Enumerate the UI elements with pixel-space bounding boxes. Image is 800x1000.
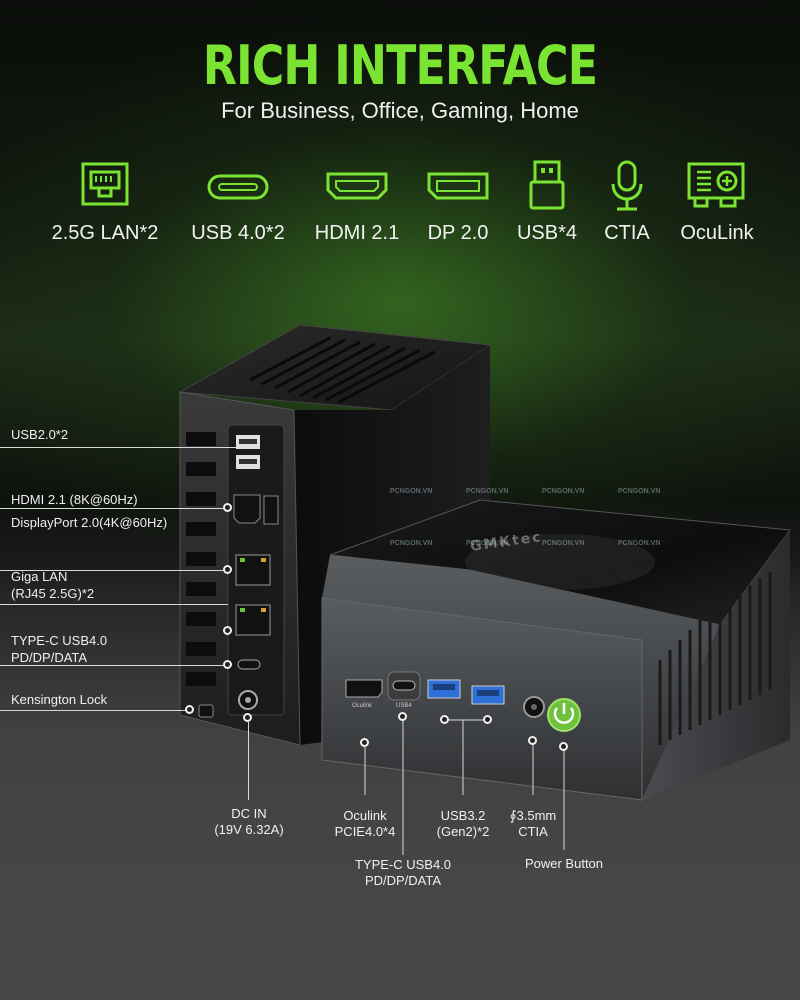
displayport-icon [427, 172, 489, 200]
callout-dot [483, 715, 492, 724]
page-subtitle: For Business, Office, Gaming, Home [221, 98, 579, 123]
watermark: PCNGON.VN [466, 540, 509, 547]
callout-usb2: USB2.0*2 [11, 427, 69, 442]
watermark: PCNGON.VN [390, 540, 433, 547]
callout-usb32-line1: USB3.2 [440, 808, 486, 823]
port-label-ctia: CTIA [604, 222, 650, 244]
callout-dot [528, 736, 537, 745]
watermark: PCNGON.VN [542, 540, 585, 547]
callout-dot [559, 742, 568, 751]
oculink-icon [687, 162, 745, 208]
microphone-icon [611, 160, 643, 211]
callout-oculink-line2: PCIE4.0*4 [334, 824, 396, 839]
callout-typec-front-line1: TYPE-C USB4.0 [354, 857, 452, 872]
hdmi-icon [326, 172, 388, 200]
ethernet-icon [81, 162, 129, 206]
usb-a-icon [529, 160, 565, 210]
leader-line [0, 665, 228, 666]
callout-dp: DisplayPort 2.0(4K@60Hz) [11, 515, 168, 530]
port-item-lan: 2.5G LAN*2 [40, 160, 170, 245]
port-label-lan: 2.5G LAN*2 [51, 222, 159, 244]
leader-line [0, 570, 228, 571]
port-item-hdmi: HDMI 2.1 [292, 160, 422, 245]
callout-kensington: Kensington Lock [11, 692, 108, 707]
port-label-usb: USB*4 [516, 222, 578, 244]
leader-line [0, 604, 228, 605]
callout-dot [360, 738, 369, 747]
port-item-ctia: CTIA [562, 160, 692, 245]
callout-audio-line2: CTIA [518, 824, 548, 839]
usb-c-icon [207, 174, 269, 200]
front-port-label-usb4: USB4 [396, 703, 412, 709]
leader-line [0, 710, 190, 711]
callout-dot [223, 503, 232, 512]
watermark: PCNGON.VN [618, 488, 661, 495]
front-port-label-oculink: Oculink [352, 703, 373, 709]
port-label-oculink: OcuLink [680, 222, 754, 244]
port-label-usb4: USB 4.0*2 [191, 222, 285, 244]
port-item-oculink: OcuLink [652, 160, 782, 245]
callout-hdmi: HDMI 2.1 (8K@60Hz) [11, 492, 138, 507]
callout-power-button: Power Button [524, 856, 604, 871]
callout-dot [398, 712, 407, 721]
watermark: PCNGON.VN [466, 488, 509, 495]
callout-dcin-line1: DC IN [231, 806, 267, 821]
callout-dcin-line2: (19V 6.32A) [214, 822, 284, 837]
watermark: PCNGON.VN [390, 488, 433, 495]
watermark: PCNGON.VN [618, 540, 661, 547]
port-item-usb: USB*4 [482, 160, 612, 245]
callout-typec-line2: PD/DP/DATA [11, 650, 88, 665]
callout-audio-line1: ∮3.5mm [509, 808, 557, 823]
port-label-hdmi: HDMI 2.1 [314, 222, 400, 244]
callout-dot [243, 713, 252, 722]
port-item-dp: DP 2.0 [393, 160, 523, 245]
watermark: PCNGON.VN [542, 488, 585, 495]
callout-dot [185, 705, 194, 714]
callout-usb32-line2: (Gen2)*2 [436, 824, 490, 839]
port-label-dp: DP 2.0 [427, 222, 489, 244]
callout-dot [223, 626, 232, 635]
callout-typec-line1: TYPE-C USB4.0 [11, 633, 108, 648]
leader-line [248, 722, 249, 800]
page-title: RICH INTERFACE [202, 34, 598, 97]
callout-dot [223, 660, 232, 669]
callout-lan-line2: (RJ45 2.5G)*2 [11, 586, 95, 601]
callout-lan-line1: Giga LAN [11, 569, 68, 584]
callout-oculink-line1: Oculink [343, 808, 387, 823]
port-icon-row: 2.5G LAN*2 USB 4.0*2 HDMI 2.1 DP 2.0 USB… [0, 160, 800, 250]
callout-dot [440, 715, 449, 724]
leader-line [0, 508, 228, 509]
callout-typec-front-line2: PD/DP/DATA [364, 873, 442, 888]
port-item-usb4: USB 4.0*2 [173, 160, 303, 245]
callout-dot [223, 565, 232, 574]
leader-line [0, 447, 238, 448]
